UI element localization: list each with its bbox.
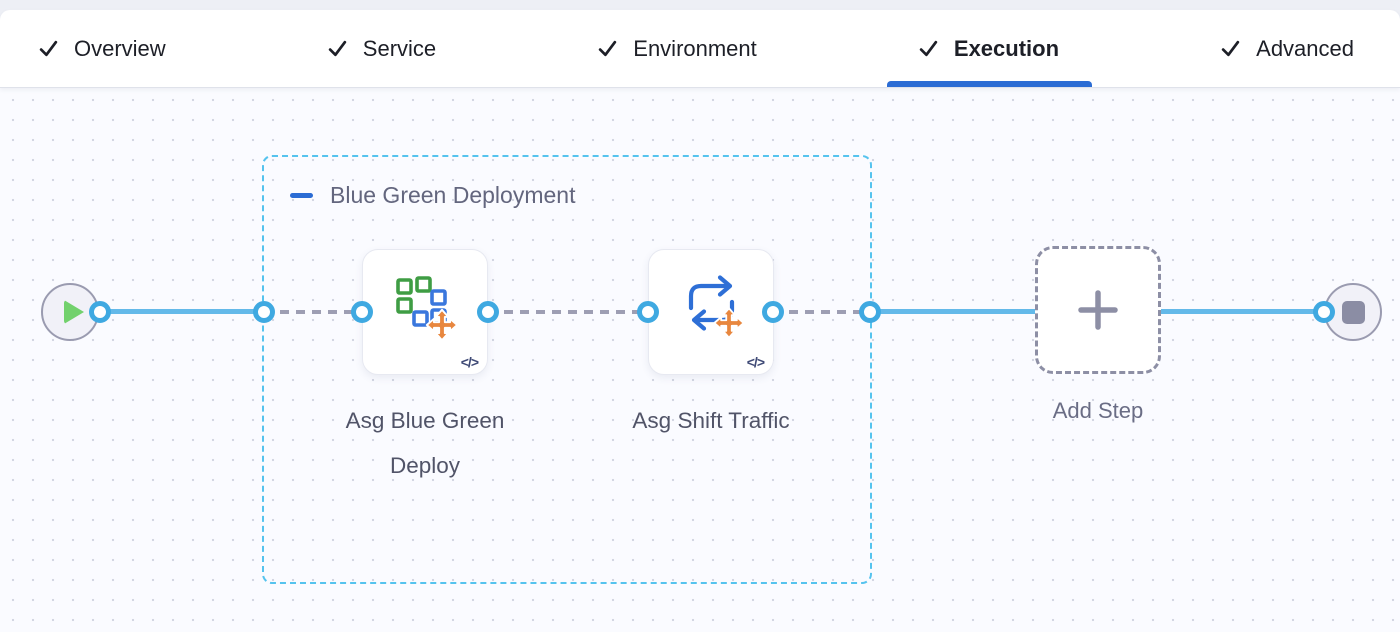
pipeline-tabbar: Overview Service Environment Execution A… — [0, 10, 1400, 88]
connector-port[interactable] — [253, 301, 275, 323]
step-card-asg-blue-green-deploy[interactable]: </> — [362, 249, 488, 375]
dashed-connector — [773, 310, 870, 314]
check-icon — [1221, 40, 1240, 57]
pipeline-canvas[interactable]: Blue Green Deployment </> — [0, 88, 1400, 632]
tab-execution[interactable]: Execution — [886, 10, 1093, 87]
tab-label: Overview — [74, 35, 166, 61]
connector-port[interactable] — [859, 301, 881, 323]
check-icon — [39, 40, 58, 57]
step-label-asg-blue-green-deploy: Asg Blue Green Deploy — [345, 408, 505, 478]
tab-label: Advanced — [1256, 35, 1354, 61]
play-icon — [63, 300, 84, 324]
dashed-connector — [264, 310, 362, 314]
flow-line — [870, 309, 1037, 314]
tab-environment[interactable]: Environment — [597, 10, 757, 87]
add-step-button[interactable] — [1035, 246, 1161, 374]
step-card-asg-shift-traffic[interactable]: </> — [648, 249, 774, 375]
asg-blue-green-deploy-icon — [396, 276, 458, 339]
check-icon — [599, 40, 617, 57]
code-template-badge: </> — [746, 354, 765, 370]
minus-icon[interactable] — [290, 193, 313, 198]
connector-port[interactable] — [762, 301, 784, 323]
active-tab-underline — [886, 81, 1093, 87]
dashed-connector — [488, 310, 648, 314]
tab-overview[interactable]: Overview — [38, 10, 166, 87]
tab-label: Environment — [633, 35, 757, 61]
code-template-badge: </> — [460, 354, 479, 370]
plus-icon — [1078, 290, 1118, 330]
connector-port[interactable] — [351, 301, 373, 323]
stage-group-blue-green-deployment[interactable]: Blue Green Deployment — [262, 155, 872, 584]
tab-service[interactable]: Service — [327, 10, 436, 87]
connector-port[interactable] — [637, 301, 659, 323]
stop-icon — [1341, 300, 1365, 324]
stage-group-title: Blue Green Deployment — [330, 182, 576, 208]
tab-label: Execution — [953, 35, 1060, 61]
check-icon — [328, 40, 347, 57]
tab-advanced[interactable]: Advanced — [1220, 10, 1354, 87]
connector-port[interactable] — [477, 301, 499, 323]
asg-shift-traffic-icon — [688, 275, 744, 339]
add-step-label: Add Step — [1052, 398, 1144, 423]
connector-port[interactable] — [89, 301, 111, 323]
check-icon — [919, 40, 938, 57]
connector-port[interactable] — [1313, 301, 1335, 323]
flow-line — [100, 309, 266, 314]
flow-line — [1159, 309, 1325, 314]
step-label-asg-shift-traffic: Asg Shift Traffic — [632, 408, 790, 433]
stage-group-header: Blue Green Deployment — [264, 157, 870, 209]
tab-label: Service — [362, 35, 437, 61]
